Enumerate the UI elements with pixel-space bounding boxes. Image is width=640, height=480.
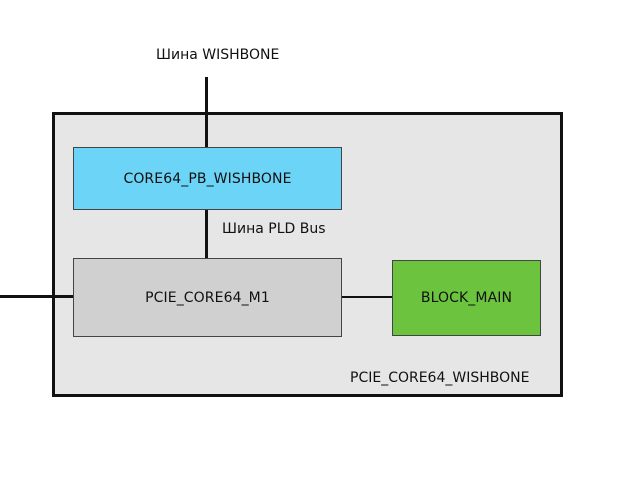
block-main: BLOCK_MAIN xyxy=(392,260,541,336)
pld-bus-label: Шина PLD Bus xyxy=(222,221,326,237)
block-core64-pb-wishbone: CORE64_PB_WISHBONE xyxy=(73,147,342,210)
pcie-external-line xyxy=(0,295,73,298)
pld-bus-line xyxy=(205,210,208,259)
wishbone-bus-label: Шина WISHBONE xyxy=(156,47,280,63)
pcie-to-block-main-line xyxy=(342,296,393,298)
container-label: PCIE_CORE64_WISHBONE xyxy=(350,370,530,386)
block-pcie-core64-m1: PCIE_CORE64_M1 xyxy=(73,258,342,337)
wishbone-bus-line xyxy=(205,77,208,148)
